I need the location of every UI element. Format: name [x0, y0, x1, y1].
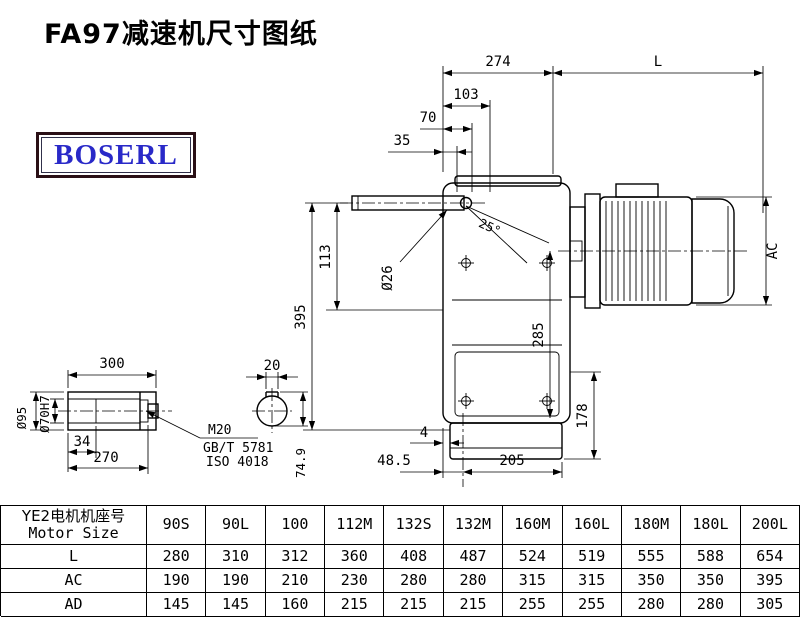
table-cell: 145 — [206, 593, 266, 617]
table-row-label: L — [1, 545, 147, 569]
shaft-detail: 300 Ø95 Ø70H7 34 270 M20 GB/T 5781 ISO 4… — [14, 356, 273, 474]
table-cell: 255 — [562, 593, 622, 617]
angle-label: 25° — [477, 215, 504, 238]
shaft-diameter-label: Ø26 — [380, 265, 396, 290]
dim-270-label: 270 — [93, 450, 118, 466]
logo: BOSERL — [36, 132, 196, 178]
dim-70-label: 70 — [420, 110, 437, 126]
table-header-cell: 90L — [206, 506, 266, 545]
technical-drawing: 25° Ø26 274 L — [14, 54, 781, 487]
keyway-section: 20 74.9 — [246, 358, 308, 478]
dim-113-label: 113 — [318, 244, 334, 269]
table-cell: 215 — [443, 593, 504, 617]
dim-20-label: 20 — [264, 358, 281, 374]
dim-4-label: 4 — [420, 425, 428, 441]
table-cell: 312 — [265, 545, 326, 569]
table-header-cell: 180M — [621, 506, 682, 545]
table-header-cell: 200L — [740, 506, 800, 545]
table-header-cell: 160L — [562, 506, 622, 545]
dim-48-5-label: 48.5 — [377, 453, 411, 469]
table-cell: 215 — [384, 593, 444, 617]
table-cell: 315 — [562, 569, 622, 593]
dim-103-label: 103 — [453, 87, 478, 103]
dim-35-label: 35 — [394, 133, 411, 149]
table-cell: 145 — [147, 593, 207, 617]
table-cell: 190 — [147, 569, 207, 593]
table-cell: 280 — [681, 593, 741, 617]
motor-size-table: YE2电机机座号 Motor Size 90S 90L 100 112M 132… — [0, 505, 800, 617]
table-row-label: AC — [1, 569, 147, 593]
table-header-cell: 90S — [147, 506, 207, 545]
table-header-cell: 160M — [503, 506, 563, 545]
dim-34-label: 34 — [74, 434, 91, 450]
motor-outline — [558, 183, 750, 309]
page-title: FA97减速机尺寸图纸 — [44, 19, 318, 50]
table-header-cell: 100 — [265, 506, 326, 545]
table-cell: 555 — [621, 545, 682, 569]
logo-text: BOSERL — [54, 138, 178, 171]
table-cell: 360 — [325, 545, 385, 569]
dim-300-label: 300 — [99, 356, 124, 372]
table-cell: 487 — [443, 545, 504, 569]
table-cell: 519 — [562, 545, 622, 569]
table-cell: 305 — [740, 593, 800, 617]
table-cell: 310 — [206, 545, 266, 569]
table-cell: 350 — [681, 569, 741, 593]
thread-note: M20 — [208, 423, 231, 438]
dim-dia95-label: Ø95 — [14, 407, 29, 430]
table-cell: 160 — [265, 593, 326, 617]
table-cell: 395 — [740, 569, 800, 593]
table-cell: 280 — [443, 569, 504, 593]
table-header-line2: Motor Size — [28, 524, 119, 542]
dim-205-label: 205 — [499, 453, 524, 469]
table-header-cell: 132M — [443, 506, 504, 545]
table-header-cell: 180L — [681, 506, 741, 545]
dim-AC-label: AC — [765, 243, 781, 260]
dim-395-label: 395 — [293, 304, 309, 329]
table-cell: 210 — [265, 569, 326, 593]
standard-note-iso: ISO 4018 — [206, 455, 269, 470]
table-cell: 215 — [325, 593, 385, 617]
dim-274-label: 274 — [485, 54, 510, 70]
table-cell: 190 — [206, 569, 266, 593]
table-cell: 280 — [621, 593, 682, 617]
dim-L-label: L — [654, 54, 662, 70]
table-header-motor-size: YE2电机机座号 Motor Size — [1, 506, 147, 545]
dim-dia70-label: Ø70H7 — [37, 395, 52, 433]
table-header-line1: YE2电机机座号 — [21, 506, 126, 525]
table-cell: 350 — [621, 569, 682, 593]
table-cell: 588 — [681, 545, 741, 569]
table-cell: 280 — [384, 569, 444, 593]
dim-285-label: 285 — [531, 322, 547, 347]
table-row-label: AD — [1, 593, 147, 617]
table-cell: 654 — [740, 545, 800, 569]
table-cell: 408 — [384, 545, 444, 569]
table-cell: 315 — [503, 569, 563, 593]
dim-178-label: 178 — [575, 403, 591, 428]
standard-note-gbt: GB/T 5781 — [203, 441, 273, 456]
table-cell: 524 — [503, 545, 563, 569]
dim-74-9-label: 74.9 — [293, 448, 308, 478]
table-cell: 230 — [325, 569, 385, 593]
table-cell: 280 — [147, 545, 207, 569]
gearbox-outline — [442, 175, 571, 460]
input-shaft: 25° Ø26 — [340, 195, 550, 291]
table-cell: 255 — [503, 593, 563, 617]
dimension-lines: 274 L 103 70 35 113 395 285 AC — [293, 54, 781, 487]
table-header-cell: 132S — [384, 506, 444, 545]
table-header-cell: 112M — [325, 506, 385, 545]
